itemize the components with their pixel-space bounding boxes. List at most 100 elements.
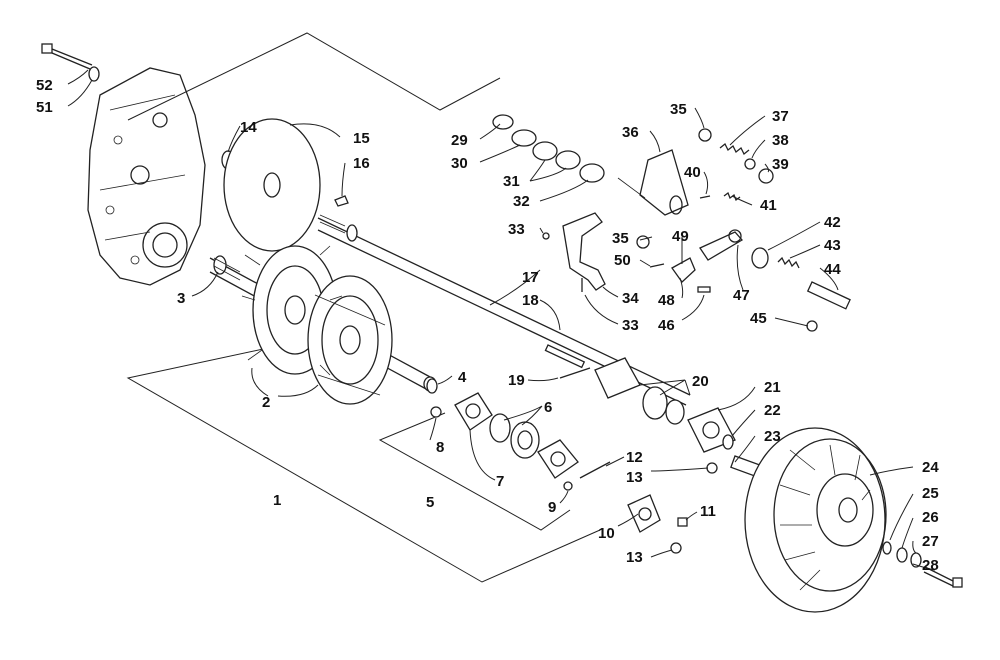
- callout-32: 32: [513, 193, 530, 210]
- ring-part-29: [492, 114, 514, 130]
- callout-11: 11: [700, 503, 716, 520]
- callout-22: 22: [764, 402, 781, 419]
- gear-housing-part-36: [617, 149, 689, 216]
- callout-14: 14: [240, 119, 257, 136]
- callout-51: 51: [36, 99, 53, 116]
- drive-sprocket-part-2: [241, 245, 393, 405]
- spring-part-37: [719, 142, 750, 156]
- callout-36: 36: [622, 124, 639, 141]
- callout-1: 1: [273, 492, 281, 509]
- callout-30: 30: [451, 155, 468, 172]
- callout-50: 50: [614, 252, 631, 269]
- callout-45: 45: [750, 310, 767, 327]
- bolt-part-33a: [542, 232, 550, 240]
- spacer-part-4: [426, 378, 438, 394]
- callout-37: 37: [772, 108, 789, 125]
- callout-34: 34: [622, 290, 639, 307]
- brake-disc-part-15: [223, 118, 321, 252]
- callout-13a: 13: [626, 469, 643, 486]
- driven-clutch-part-24: [744, 427, 887, 613]
- callout-33a: 33: [508, 221, 525, 238]
- callout-49: 49: [672, 228, 689, 245]
- washer-part-51: [88, 66, 100, 82]
- ring-part-31a: [532, 141, 558, 161]
- callout-48: 48: [658, 292, 675, 309]
- callout-5: 5: [426, 494, 434, 511]
- group-outline-main: [127, 32, 501, 121]
- callout-33b: 33: [622, 317, 639, 334]
- callout-28: 28: [922, 557, 939, 574]
- flange-plate-part-7: [454, 392, 493, 431]
- callout-7: 7: [496, 473, 504, 490]
- flange-plate-part-6b: [537, 439, 579, 479]
- ring-part-32: [579, 163, 605, 183]
- lever-part-47: [699, 229, 744, 261]
- nut-part-45: [806, 320, 818, 332]
- callout-21: 21: [764, 379, 781, 396]
- callout-6: 6: [544, 399, 552, 416]
- washer-part-25: [882, 541, 892, 555]
- callout-23: 23: [764, 428, 781, 445]
- callout-13b: 13: [626, 549, 643, 566]
- group-outline-1: [126, 339, 601, 583]
- callout-46: 46: [658, 317, 675, 334]
- washer-part-38: [744, 158, 756, 170]
- nut-part-9: [563, 481, 573, 491]
- callout-9: 9: [548, 499, 556, 516]
- bolt-part-28: [923, 566, 963, 588]
- pin-part-40: [699, 195, 711, 199]
- callout-10: 10: [598, 525, 615, 542]
- bolt-part-11: [677, 517, 688, 527]
- callout-25: 25: [922, 485, 939, 502]
- callout-12: 12: [626, 449, 643, 466]
- key-part-16: [334, 195, 349, 207]
- callout-29: 29: [451, 132, 468, 149]
- callout-31: 31: [503, 173, 520, 190]
- callout-20: 20: [692, 373, 709, 390]
- callout-19: 19: [508, 372, 525, 389]
- callout-15: 15: [353, 130, 370, 147]
- callout-labels: 52 51 14 15 16 3 2 1 4 8 5 6 7 9 10 11 1…: [36, 77, 939, 574]
- nut-part-8: [430, 406, 442, 418]
- washer-part-26: [896, 547, 908, 563]
- callout-44: 44: [824, 261, 841, 278]
- callout-43: 43: [824, 237, 841, 254]
- callout-38: 38: [772, 132, 789, 149]
- callout-16: 16: [353, 155, 370, 172]
- bolt-part-19: [559, 367, 591, 379]
- bolt-part-52: [41, 43, 93, 70]
- leader-lines: [67, 69, 936, 571]
- bolt-part-12: [579, 461, 611, 479]
- nut-part-39: [758, 168, 774, 184]
- callout-42: 42: [824, 214, 841, 231]
- callout-35b: 35: [612, 230, 629, 247]
- callout-24: 24: [922, 459, 939, 476]
- callout-41: 41: [760, 197, 777, 214]
- bracket-part-34: [562, 212, 606, 291]
- nut-part-13a: [670, 542, 682, 554]
- bushing-part-42: [751, 247, 769, 269]
- pin-part-50: [649, 263, 665, 268]
- callout-17: 17: [522, 269, 539, 286]
- key-part-18: [544, 344, 586, 369]
- ring-part-31b: [555, 150, 581, 170]
- spring-part-43: [777, 256, 800, 269]
- seal-part-20: [594, 357, 685, 425]
- callout-39: 39: [772, 156, 789, 173]
- callout-18: 18: [522, 292, 539, 309]
- bushing-part-35a: [698, 128, 712, 142]
- callout-40: 40: [684, 164, 701, 181]
- callout-35a: 35: [670, 101, 687, 118]
- washer-part-22: [722, 434, 734, 450]
- arm-part-48: [671, 257, 696, 283]
- gearcase-part: [87, 67, 206, 286]
- group-outline-5: [378, 412, 571, 531]
- shaft-part-44: [806, 281, 851, 310]
- pin-part-46: [697, 286, 711, 293]
- callout-2: 2: [262, 394, 270, 411]
- housing-part-10: [627, 494, 661, 533]
- nut-part-13b: [706, 462, 718, 474]
- ring-part-30: [511, 129, 537, 147]
